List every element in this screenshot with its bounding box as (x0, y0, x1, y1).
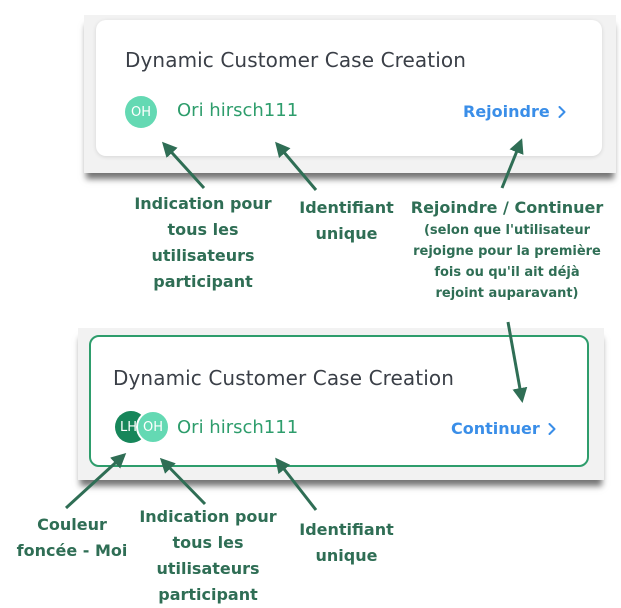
annotation-me-color: Couleur foncée - Moi (16, 515, 128, 560)
case-card-top[interactable]: Dynamic Customer Case Creation OH Ori hi… (96, 20, 602, 156)
annotation-join-continue-detail: (selon que l'utilisateur rejoigne pour l… (413, 223, 601, 301)
annotation-identifier-top: Identifiant unique (299, 198, 394, 243)
participant-avatar: OH (125, 96, 157, 128)
unique-identifier: Ori hirsch111 (177, 100, 299, 121)
continue-button[interactable]: Continuer (451, 419, 556, 438)
annotation-participants-bottom: Indication pour tous les utilisateurs pa… (139, 507, 277, 604)
continue-button-label: Continuer (451, 419, 540, 438)
case-title: Dynamic Customer Case Creation (125, 48, 466, 72)
case-card-bottom[interactable]: Dynamic Customer Case Creation LH OH Ori… (89, 335, 589, 467)
case-title: Dynamic Customer Case Creation (113, 366, 454, 390)
join-button-label: Rejoindre (463, 102, 550, 121)
annotation-join-continue-title: Rejoindre / Continuer (410, 198, 604, 217)
join-button[interactable]: Rejoindre (463, 102, 566, 121)
annotation-identifier-bottom: Identifiant unique (299, 520, 394, 565)
unique-identifier: Ori hirsch111 (177, 417, 299, 438)
annotation-participants-top: Indication pour tous les utilisateurs pa… (134, 194, 272, 291)
chevron-right-icon (548, 422, 556, 435)
chevron-right-icon (558, 105, 566, 118)
participant-avatar: OH (136, 410, 170, 444)
